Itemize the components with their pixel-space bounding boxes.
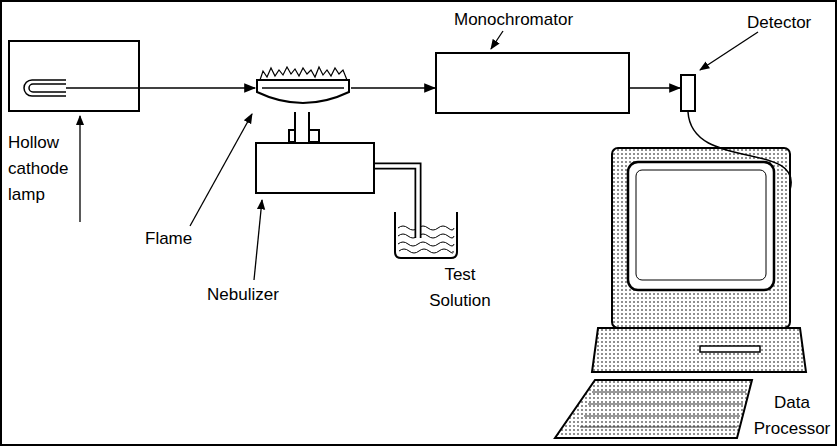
lamp-housing: Hollow cathode lamp [8, 40, 140, 112]
connector-line [294, 112, 310, 142]
liquid [398, 226, 454, 253]
part-label: Data Processor [750, 390, 834, 442]
screen-bezel [628, 162, 774, 290]
beaker-node: Test Solution [395, 212, 457, 258]
monochromator-box: Monochromator [435, 52, 630, 114]
connector-inner [296, 112, 308, 142]
disk-slot [700, 346, 760, 352]
part-label: Nebulizer [207, 282, 307, 308]
screen [636, 170, 766, 280]
part-label: Hollow cathode lamp [8, 130, 78, 208]
light-beam [630, 88, 680, 89]
connector-line [630, 87, 680, 89]
system-unit [592, 328, 806, 372]
flame-symbol [260, 67, 347, 80]
leader-arrow [491, 31, 503, 49]
light-beam [66, 87, 140, 89]
burner-head [257, 80, 349, 103]
cathode-symbol [24, 80, 66, 96]
key-rows [580, 392, 746, 427]
detector-box: Detector [680, 74, 696, 112]
leader-arrow [700, 32, 758, 70]
leader-arrow [79, 116, 80, 222]
connector-line [140, 87, 255, 89]
nebulizer-box: Nebulizer [255, 142, 375, 194]
connector-line [375, 166, 418, 238]
leader-arrow [190, 114, 252, 226]
monitor [612, 148, 790, 328]
sample-tube [375, 166, 418, 238]
connector-inner [375, 166, 418, 238]
flame-burner: Flame [255, 66, 351, 112]
part-label: Detector [747, 10, 832, 36]
sample-tube [302, 112, 303, 142]
part-label: Flame [145, 226, 205, 252]
keyboard [555, 380, 752, 438]
part-label: Monochromator [454, 7, 594, 33]
computer-node: Data Processor [555, 148, 806, 440]
light-beam [262, 87, 344, 89]
beaker [395, 212, 457, 258]
part-label: Test Solution [420, 262, 500, 314]
leader-arrow [254, 200, 262, 280]
connector-line [351, 87, 435, 89]
data-cable [688, 112, 791, 190]
light-beam [140, 88, 255, 89]
light-beam [351, 88, 435, 89]
connector-line [688, 112, 791, 190]
